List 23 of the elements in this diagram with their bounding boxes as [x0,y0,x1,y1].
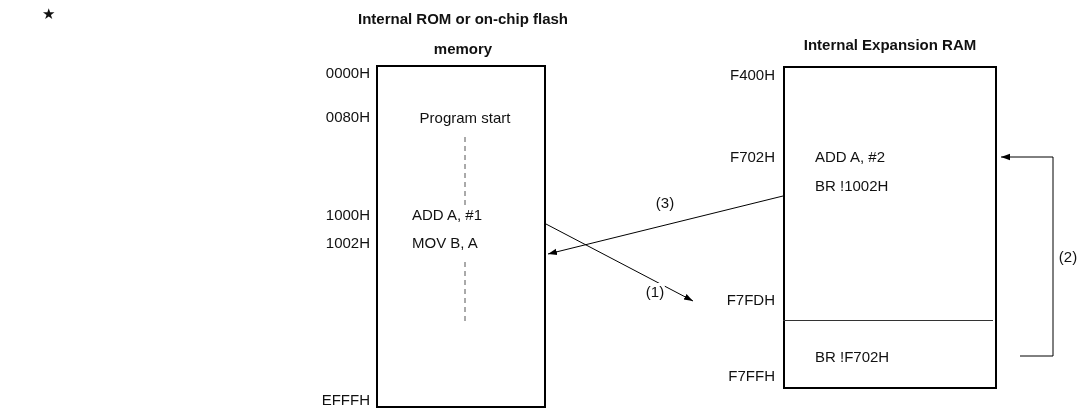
code-label: Program start [419,109,511,127]
address-label: 0000H [325,64,370,82]
address-label: 1000H [325,206,370,224]
memory-title: Internal ROM or on-chip flash memory [358,9,568,59]
address-label: 1002H [325,234,370,252]
instruction-text: ADD A, #2 [815,148,886,166]
instruction-text: ADD A, #1 [412,206,483,224]
memory-title: Internal Expansion RAM [802,35,978,55]
instruction-text: MOV B, A [412,234,478,252]
address-label: F702H [729,148,775,166]
arrow [1000,153,1054,357]
address-label: F7FFH [728,367,775,385]
arrow [547,195,784,255]
instruction-text: BR !F702H [815,348,890,366]
edge-label: (2) [1057,248,1079,266]
address-label: F400H [729,66,775,84]
address-label: EFFFH [321,391,370,409]
address-label: 0080H [325,108,370,126]
arrow [545,223,694,302]
edge-label: (3) [654,194,676,212]
address-label: F7FDH [726,291,775,309]
instruction-text: BR !1002H [815,177,889,195]
edge-label: (1) [644,283,666,301]
